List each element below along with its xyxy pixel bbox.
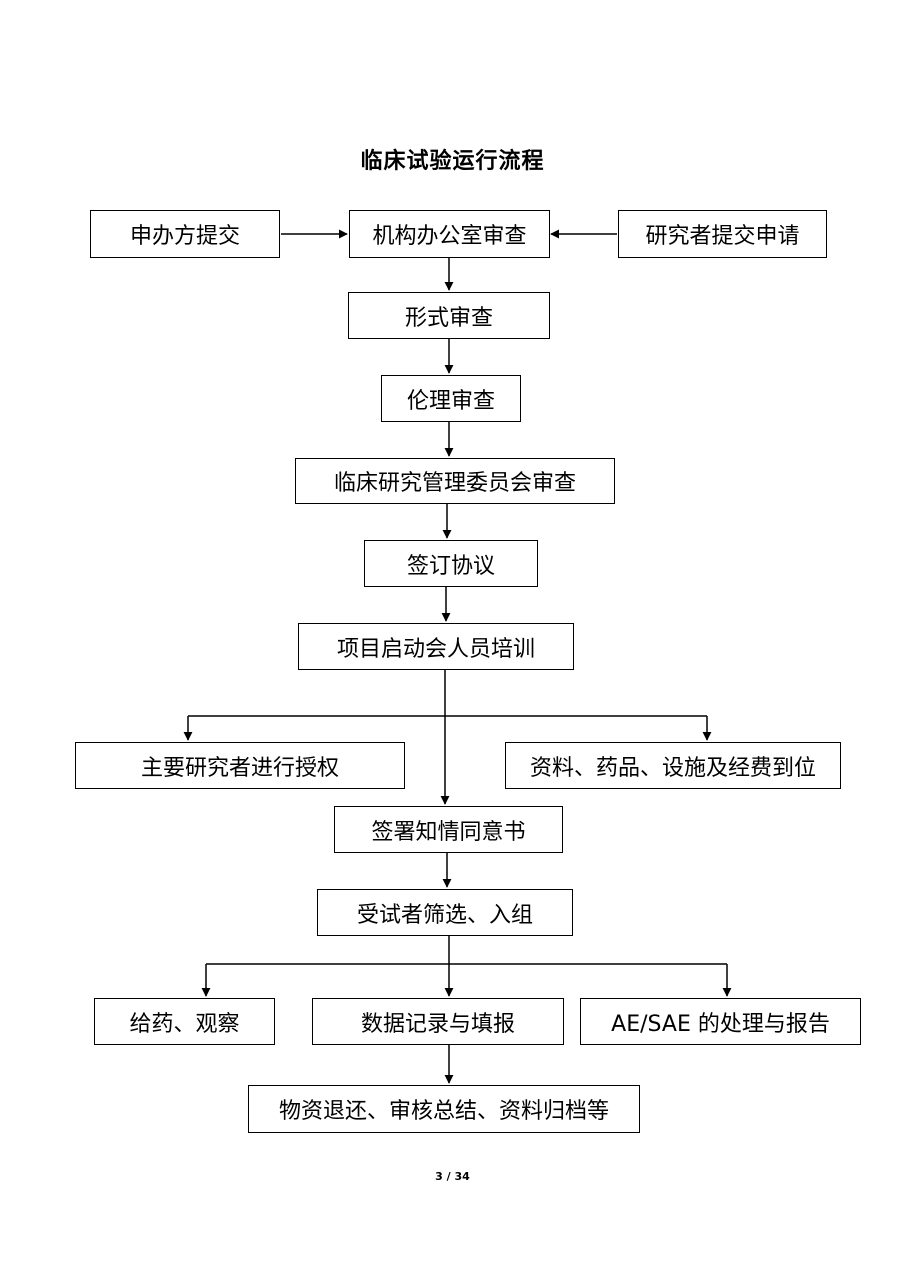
- node-sign-agreement: 签订协议: [364, 540, 538, 587]
- node-informed-consent: 签署知情同意书: [334, 806, 563, 853]
- page-title: 临床试验运行流程: [360, 149, 545, 174]
- node-office-review: 机构办公室审查: [349, 210, 550, 258]
- node-kickoff-training: 项目启动会人员培训: [298, 623, 574, 670]
- node-ethics-review: 伦理审查: [381, 375, 521, 422]
- node-committee-review: 临床研究管理委员会审查: [295, 458, 615, 504]
- node-screening-enrollment: 受试者筛选、入组: [317, 889, 573, 936]
- node-data-recording: 数据记录与填报: [312, 998, 564, 1045]
- page-number: 3 / 34: [435, 1170, 470, 1183]
- node-investigator-apply: 研究者提交申请: [618, 210, 827, 258]
- node-dosing-observation: 给药、观察: [94, 998, 275, 1045]
- node-pi-authorization: 主要研究者进行授权: [75, 742, 405, 789]
- node-resources-ready: 资料、药品、设施及经费到位: [505, 742, 841, 789]
- node-ae-sae: AE/SAE 的处理与报告: [580, 998, 861, 1045]
- node-formal-review: 形式审查: [348, 292, 550, 339]
- node-sponsor-submit: 申办方提交: [90, 210, 280, 258]
- node-closeout: 物资退还、审核总结、资料归档等: [248, 1085, 640, 1133]
